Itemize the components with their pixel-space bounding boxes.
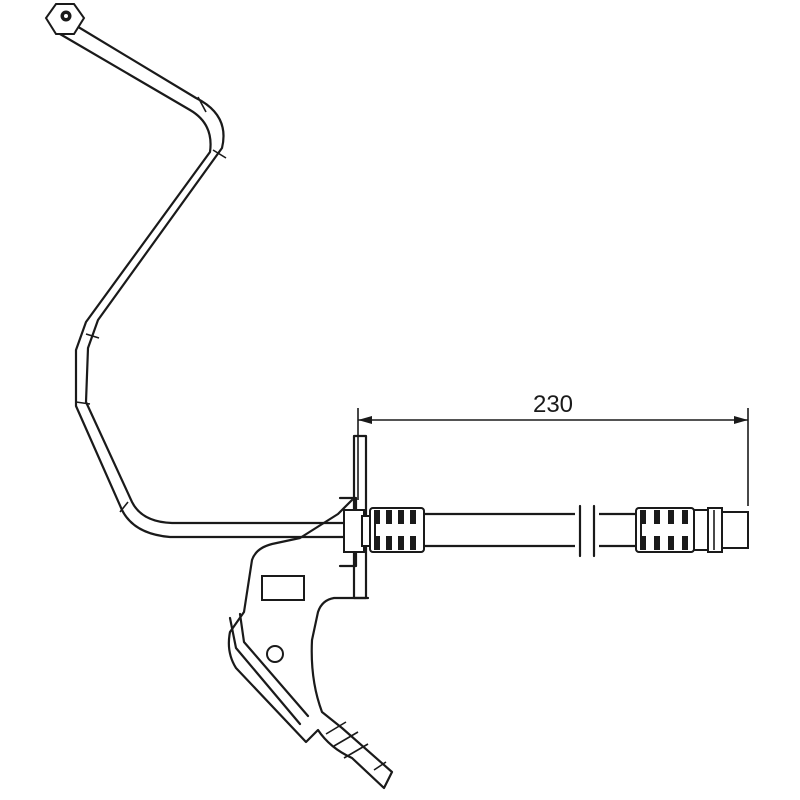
dimension-230: 230: [357, 391, 749, 506]
dimension-label: 230: [533, 391, 573, 418]
flexible-hose: [422, 502, 638, 558]
mounting-bracket: [227, 498, 394, 790]
end-fitting: [693, 507, 749, 553]
brake-pipe: [58, 20, 347, 539]
right-ferrule: [635, 507, 695, 553]
bracket-plate: [338, 434, 373, 600]
left-ferrule: [369, 507, 425, 553]
tube-nut: [44, 3, 86, 35]
